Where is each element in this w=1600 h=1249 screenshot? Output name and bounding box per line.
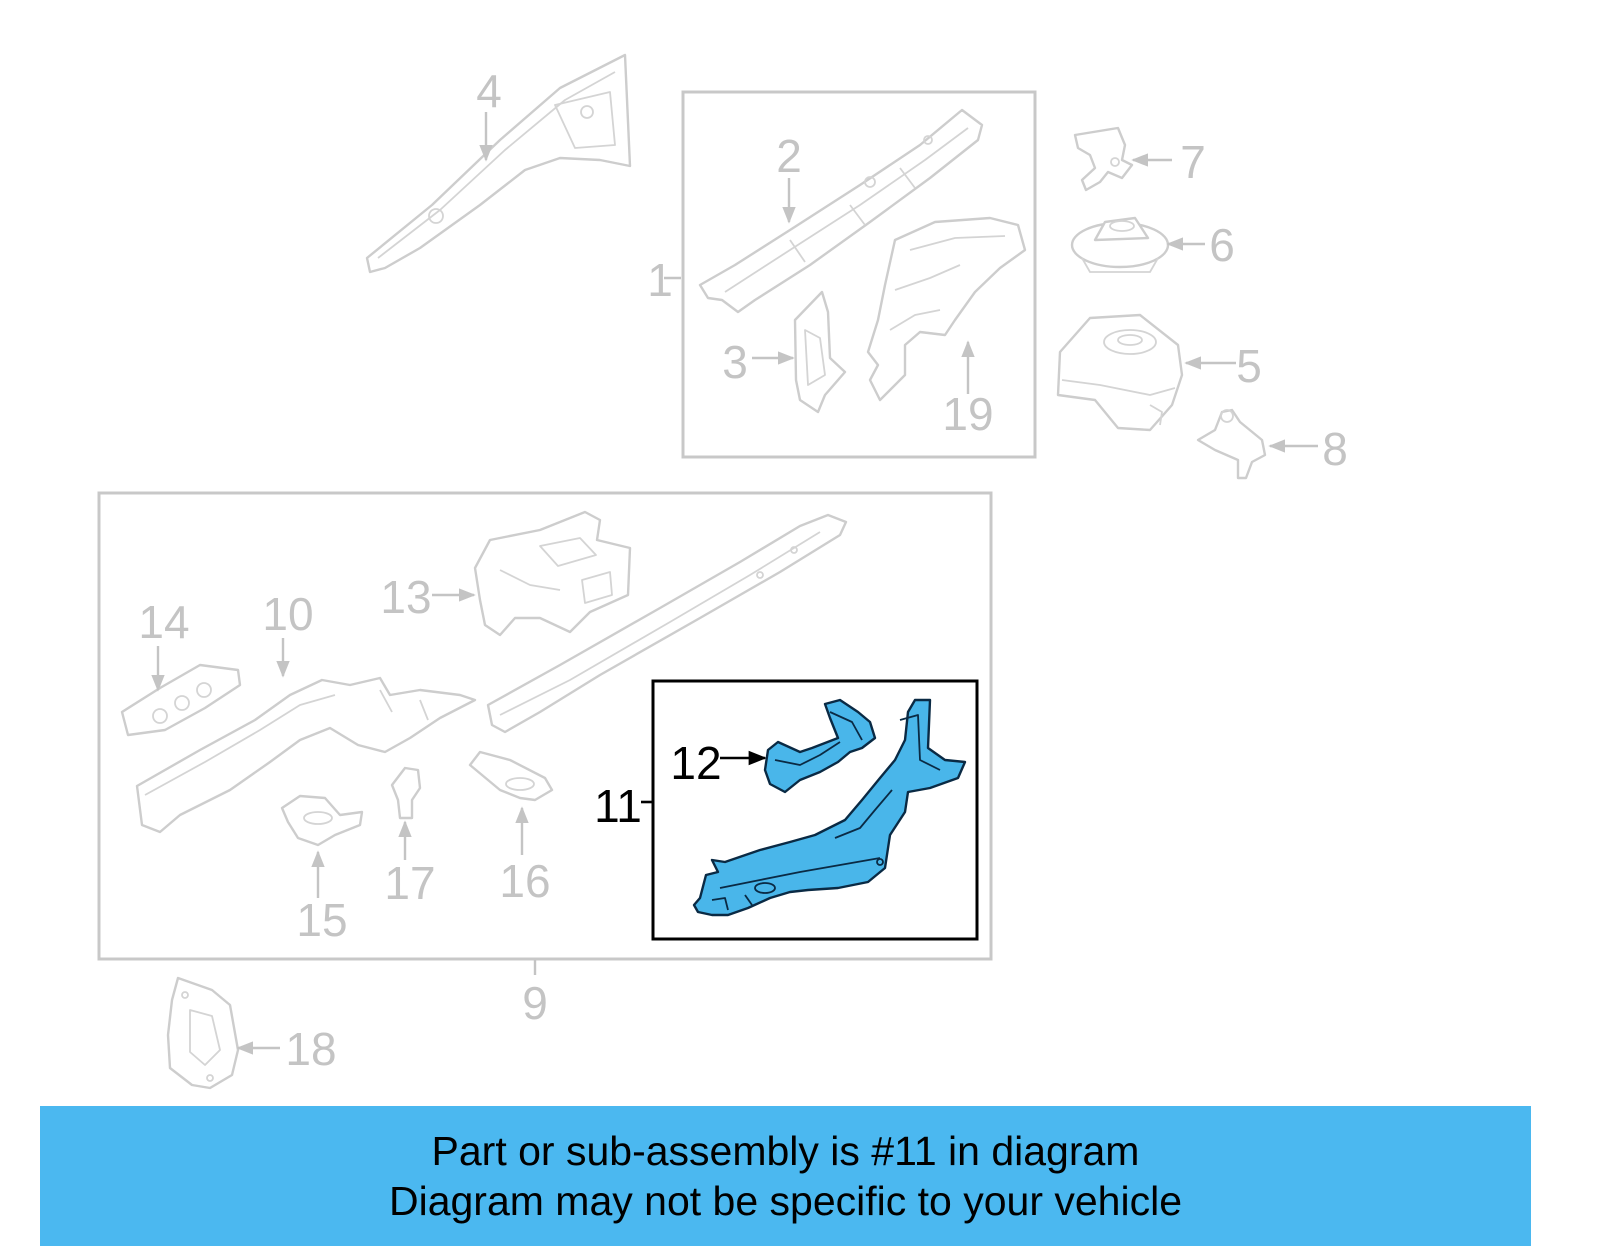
callout-9: 9: [522, 977, 548, 1029]
part-19-wheelhouse: [866, 216, 1027, 402]
callout-19: 19: [942, 388, 993, 440]
part-2-side-rail: [698, 108, 984, 314]
callout-15: 15: [296, 894, 347, 946]
group-box-9: [97, 491, 993, 961]
banner-disclaimer-line: Diagram may not be specific to your vehi…: [388, 1178, 1182, 1224]
part-12-highlighted[interactable]: [763, 698, 877, 794]
info-banner: Part or sub-assembly is #11 in diagram D…: [40, 1106, 1531, 1246]
callout-14: 14: [138, 596, 189, 648]
callout-4: 4: [476, 65, 502, 117]
callout-8: 8: [1322, 423, 1348, 475]
callout-7: 7: [1180, 136, 1206, 188]
part-18-plate: [166, 976, 240, 1090]
callout-18: 18: [285, 1023, 336, 1075]
part-7-clip: [1073, 126, 1134, 192]
part-13-bracket: [473, 510, 632, 637]
callout-11: 11: [594, 780, 642, 832]
callout-6: 6: [1209, 219, 1235, 271]
part-14-reinforcement: [120, 663, 242, 737]
part-10-frame-rail: [135, 676, 477, 834]
part-5-strut-tower: [1056, 313, 1184, 432]
banner-part-line: Part or sub-assembly is #11 in diagram: [431, 1128, 1140, 1174]
group-box-1: [681, 90, 1037, 459]
callout-5: 5: [1236, 340, 1262, 392]
callout-12: 12: [670, 737, 721, 789]
part-16-bracket: [468, 750, 554, 802]
part-8-bracket: [1196, 408, 1267, 480]
callout-10: 10: [262, 588, 313, 640]
part-side-sill: [486, 513, 848, 734]
part-4-apron-reinforcement: [365, 53, 632, 274]
part-17-clip: [390, 766, 422, 820]
callout-16: 16: [499, 855, 550, 907]
callout-3: 3: [722, 336, 748, 388]
group-box-11: [651, 679, 979, 941]
part-11-highlighted[interactable]: [692, 698, 967, 917]
part-6-mount: [1070, 216, 1170, 273]
callout-1: 1: [647, 254, 673, 306]
part-15-bracket: [280, 794, 364, 847]
callout-17: 17: [384, 857, 435, 909]
part-3-bracket: [793, 290, 847, 414]
callout-2: 2: [776, 130, 802, 182]
callout-13: 13: [380, 571, 431, 623]
